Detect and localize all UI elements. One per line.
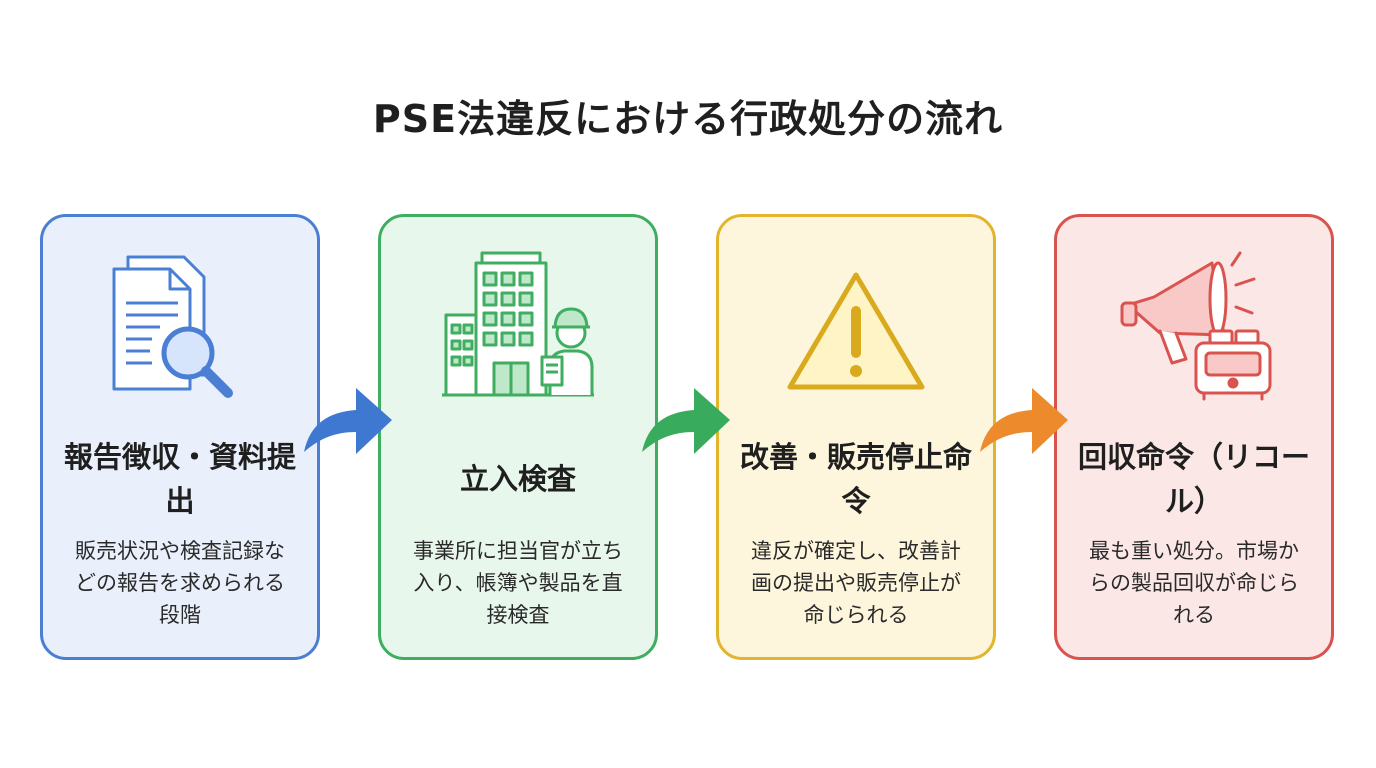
- step-heading: 回収命令（リコール）: [1077, 440, 1310, 518]
- diagram-title: PSE法違反における行政処分の流れ: [372, 97, 1004, 141]
- step-heading: 報告徴収・資料提出: [63, 440, 296, 518]
- step-card-report: 報告徴収・資料提出 販売状況や検査記録などの報告を求められる段階: [40, 214, 320, 660]
- building-inspector-icon: [442, 251, 594, 397]
- flow-arrow-icon: [642, 388, 730, 454]
- document-magnifier-icon: [112, 255, 233, 398]
- step-description: 最も重い処分。市場からの製品回収が命じられる: [1089, 539, 1299, 627]
- step-heading: 立入検査: [459, 462, 576, 496]
- step-card-inspection: 立入検査 事業所に担当官が立ち入り、帳簿や製品を直接検査: [378, 214, 658, 660]
- step-heading: 改善・販売停止命令: [739, 440, 972, 518]
- megaphone-toaster-icon: [1120, 251, 1272, 401]
- warning-triangle-icon: [787, 272, 925, 390]
- step-description: 違反が確定し、改善計画の提出や販売停止が命じられる: [751, 539, 961, 627]
- step-description: 事業所に担当官が立ち入り、帳簿や製品を直接検査: [413, 539, 623, 627]
- step-card-order: 改善・販売停止命令 違反が確定し、改善計画の提出や販売停止が命じられる: [716, 214, 996, 660]
- step-card-recall: 回収命令（リコール） 最も重い処分。市場からの製品回収が命じられる: [1054, 214, 1334, 660]
- step-description: 販売状況や検査記録などの報告を求められる段階: [75, 539, 285, 627]
- flow-arrow-icon: [304, 388, 392, 454]
- flow-arrow-icon: [980, 388, 1068, 454]
